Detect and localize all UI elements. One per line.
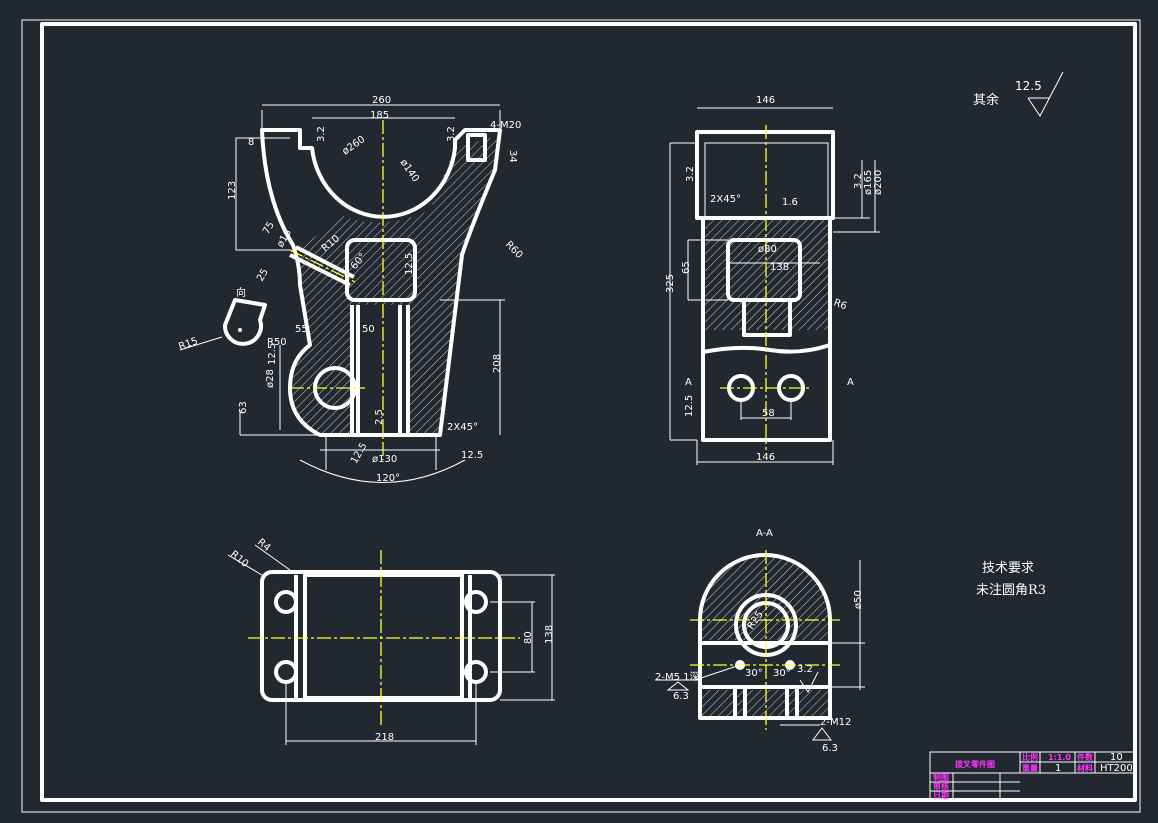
dimension-label: 向 [236,286,246,299]
dimension-label: 63 [238,401,249,414]
dimension-label: R60 [503,239,525,261]
dimension-label: 2X45° [447,422,478,433]
section-a-a: A-A R25 ø50 2-M5 1深 6.3 30° 30° 3.2 2-M1… [655,528,865,754]
dimension-label: 58 [762,408,775,419]
dimension-label: HT200 [1100,763,1133,774]
dimension-label: 325 [665,274,676,293]
dimension-label: 10 [1110,752,1123,763]
top-view: R4 R10 80 138 218 [227,537,555,745]
dimension-label: ø130 [372,454,397,465]
dimension-label: 比例 [1022,752,1038,762]
dimension-label: ø140 [398,157,421,184]
dimension-label: 未注圆角R3 [976,583,1046,598]
dimension-label: ø28 [265,369,276,388]
dimension-label: 2-M12 [820,717,851,728]
dimension-label: 重量 [1022,763,1038,773]
side-view: 146 3.2 3.2 2X45° 1.6 ø165 ø200 ø80 138 … [665,95,884,465]
dimension-label: 6.3 [822,743,838,754]
dimension-label: 8 [248,137,254,148]
dimension-label: R4 [255,537,272,554]
drawing-border [40,22,1137,802]
dimension-label: 其余 [973,92,999,108]
dimension-label: 6.3 [673,691,689,702]
dimension-label: ø260 [340,134,367,157]
dimension-label: A [847,377,854,388]
dimension-label: 件数 [1077,752,1094,762]
roughness-note: 其余 12.5 [973,71,1064,117]
dimension-label: 12.5 [267,343,278,365]
dimension-label: R6 [832,297,848,312]
dimension-label: A [685,377,692,388]
dimension-label: 1.6 [782,197,798,208]
dimension-label: 260 [372,95,391,106]
dimension-label: 材料 [1077,763,1093,773]
dimension-label: ø80 [758,244,777,255]
dimension-label: 3.2 [446,126,457,142]
dimension-label: 55 [295,324,308,335]
dimension-label: 1:1.0 [1048,753,1071,762]
dimension-label: 146 [756,452,775,463]
dimension-label: 2X45° [710,194,741,205]
dimension-label: ø165 [863,170,874,195]
dimension-label: 218 [375,732,394,743]
dimension-label: 12.5 [461,450,483,461]
dimension-label: 50 [362,324,375,335]
dimension-label: 138 [544,625,555,644]
dimension-label: 138 [770,262,789,273]
dimension-label: 185 [370,110,389,121]
dimension-label: 技术要求 [982,561,1034,576]
dimension-label: 34 [507,150,518,163]
dimension-label: 3.2 [797,664,813,675]
dimension-label: 30° [745,668,763,679]
dimension-label: 12.5 [349,441,370,466]
dimension-label: 2-M5 1深 [655,671,700,683]
dimension-label: 25 [255,267,271,284]
dimension-label: 12.5 [684,395,695,417]
dimension-label: R10 [228,549,250,570]
dimension-label: 65 [681,261,692,274]
dimension-label: 1 [1055,763,1061,774]
dimension-label: 审核 [933,781,949,791]
technical-requirements: 技术要求 未注圆角R3 [976,561,1046,598]
dimension-label: 3.2 [685,166,696,182]
dimension-label: 12.5 [1015,79,1042,93]
dimension-label: R15 [177,336,199,353]
dimension-label: 208 [492,354,503,373]
dimension-label: 80 [523,631,534,644]
dimension-label: 75 [261,220,277,237]
dimension-label: 120° [376,473,400,484]
dimension-label: 拨叉零件图 [955,759,995,769]
dimension-label: 12.5 [404,253,415,275]
dimension-label: 日期 [933,790,949,800]
dimension-label: 30° [773,668,791,679]
title-block: 拨叉零件图 比例 1:1.0 件数 10 重量 1 材料 HT200 制图 审核… [929,751,1136,801]
dimension-label: 制图 [933,772,949,782]
dimension-label: 123 [227,181,238,200]
dimension-label: ø50 [853,590,864,609]
dimension-label: A-A [756,528,773,539]
dimension-label: ø200 [873,170,884,195]
dimension-label: 146 [756,95,775,106]
dimension-label: 3.2 [316,126,327,142]
front-view: 260 185 3.2 3.2 4-M20 8 123 ø260 ø140 R6… [177,95,524,484]
outer-frame [21,19,1141,813]
dimension-label: 2.5 [374,409,385,425]
dimension-label: 3.2 [853,173,864,189]
dimension-label: 4-M20 [490,120,521,131]
dimension-label: R50 [267,337,287,348]
